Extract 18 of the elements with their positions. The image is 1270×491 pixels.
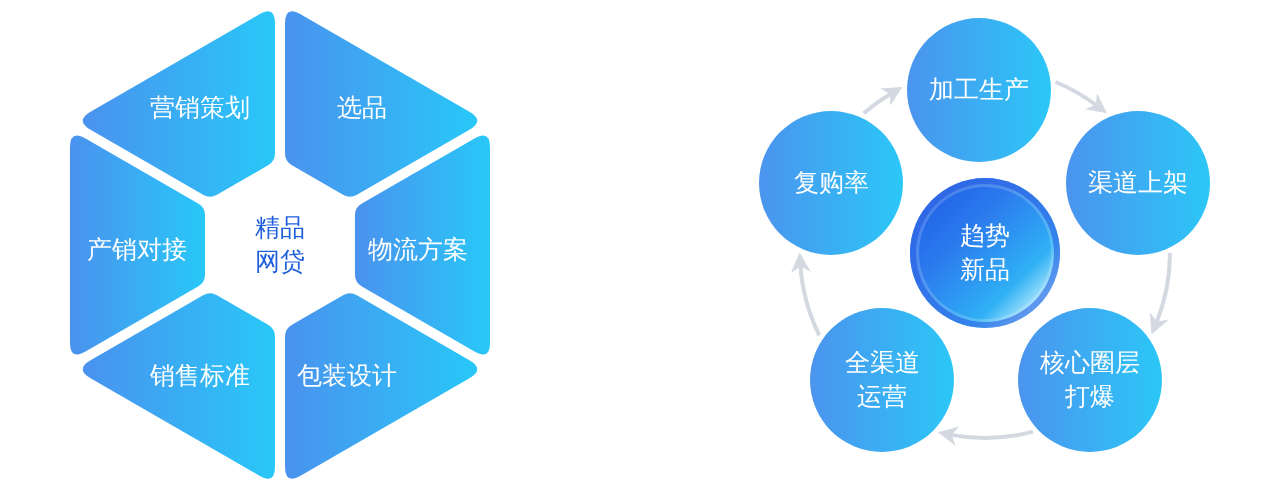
step-circle: 渠道上架: [1066, 111, 1210, 255]
hexagon-segment: 选品: [285, 11, 478, 197]
step-circle: 核心圈层打爆: [1018, 308, 1162, 452]
step-circle: 加工生产: [907, 18, 1051, 162]
hexagon-segment: 包装设计: [285, 293, 478, 479]
hexagon-segment: 产销对接: [69, 135, 206, 355]
center-label: 精品网贷: [254, 212, 306, 278]
center-circle: 趋势新品: [910, 178, 1060, 328]
hexagon-segment: 营销策划: [82, 11, 275, 197]
hexagon-segment: 物流方案: [354, 135, 491, 355]
curved-arrow: [1149, 252, 1172, 335]
step-circle: 复购率: [759, 111, 903, 255]
curved-arrow: [937, 425, 1034, 446]
curved-arrow: [1054, 80, 1108, 114]
curved-arrow: [862, 86, 903, 115]
curved-arrow: [791, 252, 822, 337]
hexagon-segment: 销售标准: [82, 293, 275, 479]
step-circle: 全渠道运营: [810, 308, 954, 452]
